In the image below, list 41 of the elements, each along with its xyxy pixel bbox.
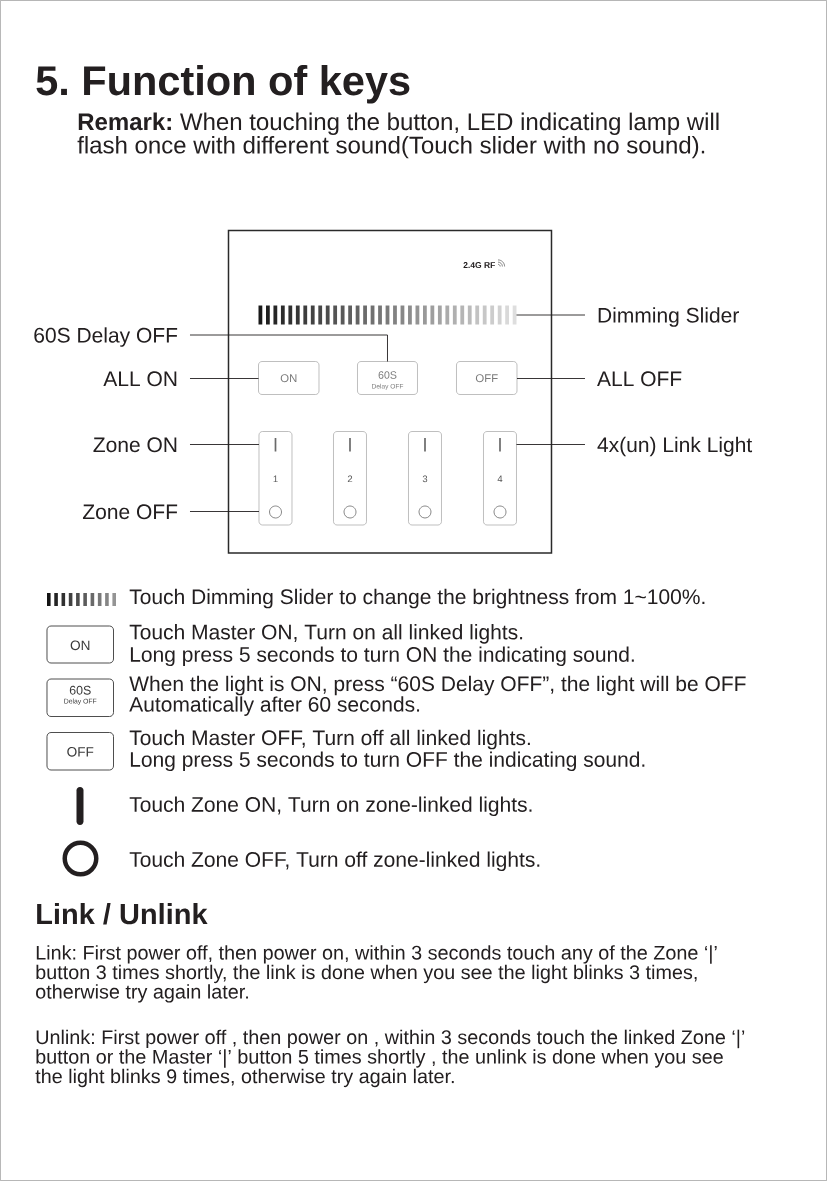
instruction-text: Unlink: First power off , then power on , within 3 seconds touch the linked Zone ‘|’ button or the Master ‘|’ button 5 times shortly , the unlink is done when you see the light blinks 9 times, otherwise try again later. xyxy=(35,1029,745,1088)
leader-line xyxy=(516,378,586,379)
instruction-text: Link: First power off, then power on, within 3 seconds touch any of the Zone ‘|’ button 3 times shortly, the link is done when you see the light blinks 3 times, otherwise try again later. xyxy=(36,945,717,1003)
callout-label: Zone OFF xyxy=(82,504,178,520)
dimming-slider xyxy=(258,305,517,325)
slider-icon xyxy=(47,593,116,606)
description-text: Touch Zone ON, Turn on zone-linked lights. xyxy=(129,796,532,817)
leader-line xyxy=(189,444,260,445)
section-heading: Link / Unlink xyxy=(37,903,208,925)
key-button: ON xyxy=(46,625,114,664)
description-text: Touch Master ON, Turn on all linked lights. xyxy=(129,624,523,644)
description-text: When the light is ON, press “60S Delay OFF”, the light will be OFF Automatically after 60 seconds. xyxy=(129,675,746,716)
description-text: Touch Zone OFF, Turn off zone-linked lights. xyxy=(129,851,540,872)
remark-text: Remark: When touching the button, LED indicating lamp will flash once with different sound(Touch slider with no sound). xyxy=(77,112,719,159)
callout-label: 4x(un) Link Light xyxy=(597,436,753,457)
zone-button: 1 xyxy=(258,431,293,526)
leader-line xyxy=(189,511,260,512)
callout-label: 60S Delay OFF xyxy=(34,327,178,347)
leader-line xyxy=(189,378,259,379)
leader-line xyxy=(189,334,388,362)
key-button: OFF xyxy=(46,732,114,771)
circle-icon xyxy=(62,840,99,877)
frequency-label: 2.4G RF xyxy=(463,262,495,269)
description-text: Touch Master OFF, Turn off all linked lights. xyxy=(129,729,530,750)
bar-icon xyxy=(76,787,84,825)
key-button: OFF xyxy=(456,361,518,395)
title: 5. Function of keys xyxy=(36,64,410,104)
description-text: Long press 5 seconds to turn OFF the indicating sound. xyxy=(130,751,645,772)
zone-button: 4 xyxy=(483,431,517,526)
description-text: Long press 5 seconds to turn ON the indicating sound. xyxy=(130,646,634,667)
callout-label: ALL OFF xyxy=(597,371,682,387)
zone-button: 3 xyxy=(408,431,442,526)
key-button: ON xyxy=(258,361,320,395)
leader-line xyxy=(516,444,586,445)
callout-label: Zone ON xyxy=(93,437,177,453)
touch-panel xyxy=(227,229,553,554)
description-text: Touch Dimming Slider to change the brightness from 1~100%. xyxy=(129,588,705,609)
callout-label: Dimming Slider xyxy=(598,307,739,327)
leader-line xyxy=(516,314,586,316)
callout-label: ALL ON xyxy=(103,371,177,387)
zone-button: 2 xyxy=(333,431,367,526)
